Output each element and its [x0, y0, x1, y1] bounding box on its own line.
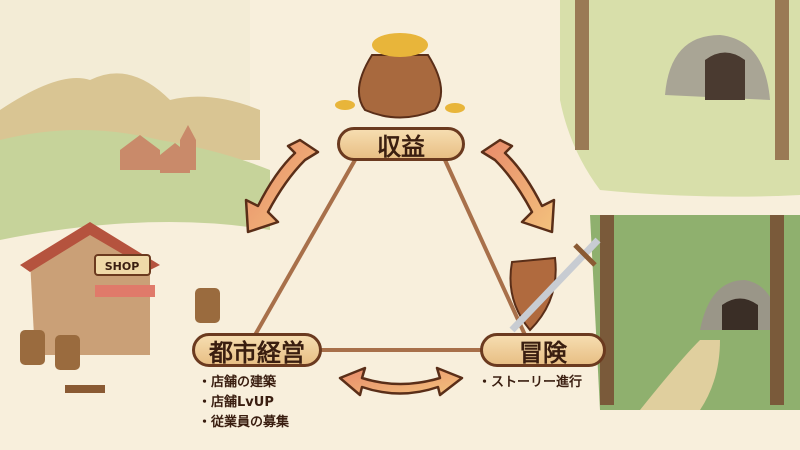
coin-bag-icon — [335, 33, 465, 119]
list-item: 従業員の募集 — [198, 413, 289, 433]
village-landscape — [0, 0, 270, 240]
node-city-management-label: 都市経営 — [209, 338, 305, 367]
node-city-management: 都市経営 — [192, 333, 322, 367]
adventure-list: ストーリー進行 — [478, 373, 582, 393]
arrow-left-edge — [244, 138, 320, 234]
arrow-right-edge — [480, 138, 556, 234]
arrow-bottom-edge — [338, 366, 464, 397]
node-adventure-label: 冒険 — [519, 338, 567, 367]
sword-shield-icon — [509, 237, 601, 333]
forest-cave-top — [560, 0, 800, 197]
list-item: ストーリー進行 — [478, 373, 582, 393]
shop-sign-text: SHOP — [105, 260, 140, 273]
shop-building: SHOP — [20, 222, 220, 393]
node-revenue: 収益 — [337, 127, 465, 161]
city-management-list: 店舗の建築 店舗LvUP 従業員の募集 — [198, 373, 289, 433]
shop-sign — [94, 254, 151, 276]
node-adventure: 冒険 — [480, 333, 606, 367]
list-item: 店舗LvUP — [198, 393, 289, 413]
cycle-triangle — [253, 159, 527, 352]
list-item: 店舗の建築 — [198, 373, 289, 393]
forest-cave-bottom — [590, 215, 800, 410]
node-revenue-label: 収益 — [377, 132, 425, 161]
